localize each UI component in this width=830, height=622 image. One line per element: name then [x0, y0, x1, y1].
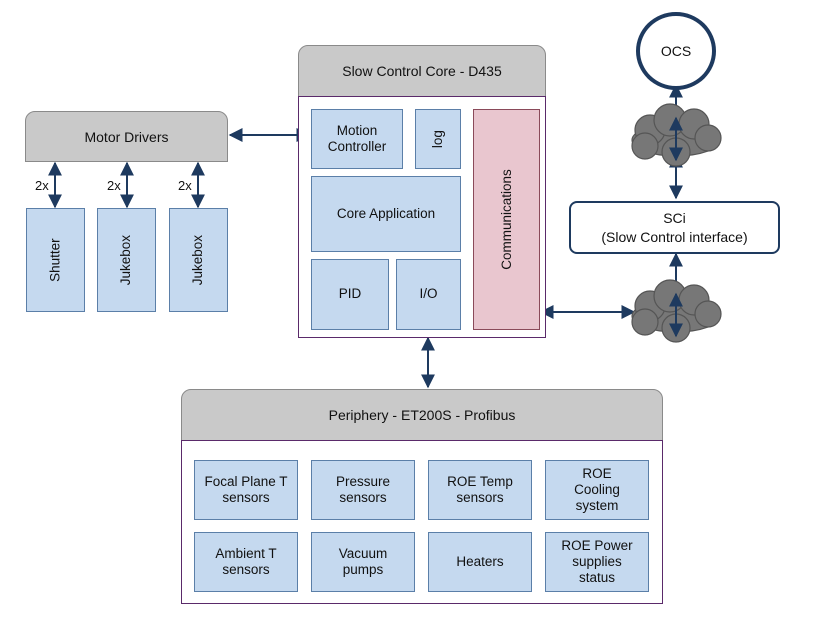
jukebox-box-1: Jukebox [97, 208, 156, 312]
sci-subtitle: (Slow Control interface) [601, 228, 748, 245]
motion-controller-box: Motion Controller [311, 109, 403, 169]
log-label: log [429, 129, 445, 149]
periphery-item: Focal Plane T sensors [194, 460, 298, 520]
pid-box: PID [311, 259, 389, 330]
communications-box: Communications [473, 109, 540, 330]
periphery-item: Pressure sensors [311, 460, 415, 520]
motor-drivers-box: Motor Drivers [25, 111, 228, 162]
core-application-box: Core Application [311, 176, 461, 252]
io-box: I/O [396, 259, 461, 330]
core-application-label: Core Application [336, 205, 436, 221]
periphery-item-label: ROE Cooling system [574, 465, 620, 514]
periphery-item-label: Vacuum pumps [338, 545, 388, 577]
io-label: I/O [419, 286, 438, 302]
sci-title: SCi [663, 210, 686, 227]
multiplier-label-jukebox-1: 2x [107, 178, 121, 193]
periphery-item: ROE Cooling system [545, 460, 649, 520]
motion-controller-label: Motion Controller [327, 122, 387, 154]
ocs-label: OCS [660, 43, 692, 59]
periphery-item-label: Pressure sensors [335, 473, 391, 505]
ocs-node: OCS [636, 12, 716, 90]
motor-drivers-title: Motor Drivers [84, 128, 169, 145]
periphery-item: ROE Temp sensors [428, 460, 532, 520]
core-header: Slow Control Core - D435 [298, 45, 546, 97]
periphery-item: Heaters [428, 532, 532, 592]
periphery-item: ROE Power supplies status [545, 532, 649, 592]
log-box: log [415, 109, 461, 169]
periphery-title: Periphery - ET200S - Profibus [328, 407, 516, 423]
multiplier-label-jukebox-2: 2x [178, 178, 192, 193]
periphery-item-label: Focal Plane T sensors [204, 473, 288, 505]
periphery-item: Vacuum pumps [311, 532, 415, 592]
jukebox-box-2: Jukebox [169, 208, 228, 312]
periphery-item: Ambient T sensors [194, 532, 298, 592]
periphery-item-label: ROE Power supplies status [561, 537, 633, 586]
jukebox-label-2: Jukebox [190, 234, 206, 286]
periphery-item-label: Ambient T sensors [215, 545, 277, 577]
communications-label: Communications [499, 169, 515, 270]
periphery-item-label: Heaters [456, 553, 504, 569]
periphery-item-label: ROE Temp sensors [447, 473, 513, 505]
sci-box: SCi (Slow Control interface) [569, 201, 780, 254]
shutter-box: Shutter [26, 208, 85, 312]
multiplier-label-shutter: 2x [35, 178, 49, 193]
jukebox-label-1: Jukebox [118, 234, 134, 286]
periphery-header: Periphery - ET200S - Profibus [181, 389, 663, 441]
shutter-label: Shutter [47, 238, 63, 282]
pid-label: PID [338, 286, 362, 302]
core-title: Slow Control Core - D435 [342, 63, 502, 79]
